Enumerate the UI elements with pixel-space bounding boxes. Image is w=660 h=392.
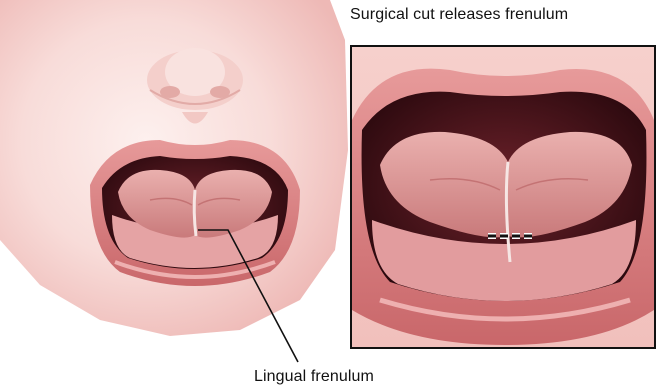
magnified-mouth-illustration — [351, 46, 655, 348]
baby-face-illustration — [0, 0, 348, 336]
frenulum-label: Lingual frenulum — [254, 368, 374, 386]
inset-title: Surgical cut releases frenulum — [350, 6, 568, 24]
